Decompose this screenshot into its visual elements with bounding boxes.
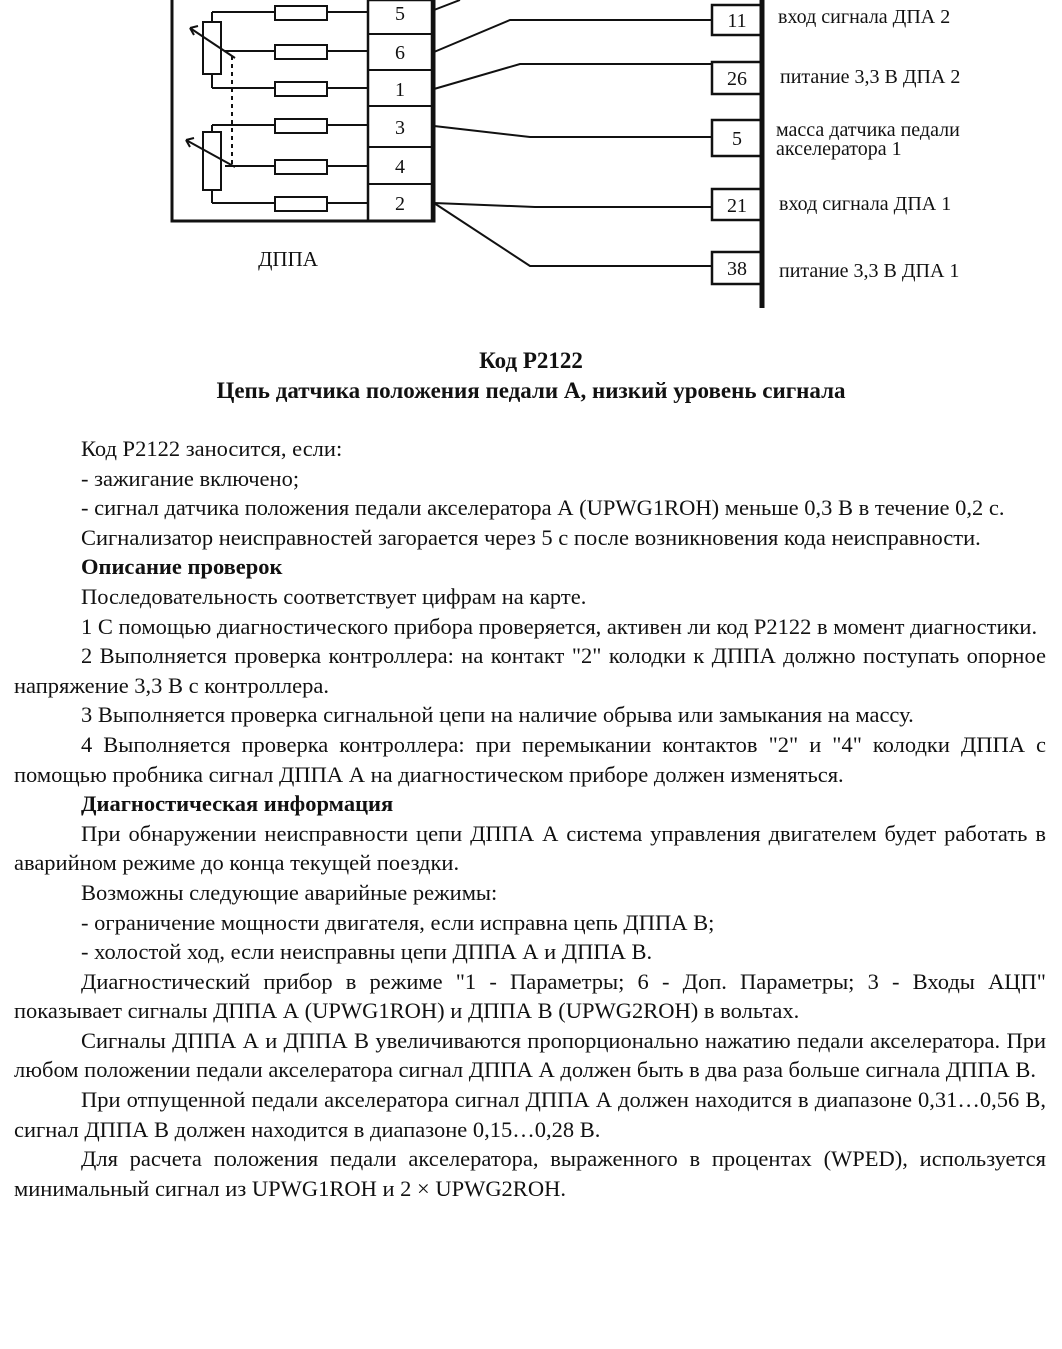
paragraph: Возможны следующие аварийные режимы: (81, 879, 498, 905)
sensor-pin: 3 (395, 117, 405, 139)
document-body: Код Р2122 заносится, если: - зажигание вк… (14, 434, 1046, 1203)
ecu-pin-desc: питание 3,3 В ДПА 2 (780, 66, 960, 88)
subsection-heading: Диагностическая информация (81, 791, 394, 817)
paragraph: При отпущенной педали акселератора сигна… (14, 1087, 1046, 1142)
ecu-pin: 21 (727, 195, 747, 217)
paragraph: - холостой ход, если неисправны цепи ДПП… (81, 939, 653, 965)
paragraph: 4 Выполняется проверка контроллера: при … (14, 731, 1046, 787)
ecu-pin: 38 (727, 258, 747, 280)
ecu-pin-desc: вход сигнала ДПА 1 (779, 193, 951, 215)
sensor-pin: 6 (395, 42, 405, 64)
paragraph: Для расчета положения педали акселератор… (14, 1146, 1046, 1201)
sensor-pin: 4 (395, 156, 405, 178)
sensor-connector (366, 0, 434, 223)
paragraph: Код Р2122 заносится, если: (81, 436, 343, 461)
ecu-pin: 5 (732, 128, 742, 150)
ecu-pin-desc: акселератора 1 (776, 138, 902, 160)
ecu-pin-desc: питание 3,3 В ДПА 1 (779, 260, 959, 282)
sensor-housing (170, 0, 436, 223)
ecu-pin: 26 (727, 68, 747, 90)
paragraph: Сигналы ДППА А и ДППА В увеличиваются пр… (14, 1027, 1046, 1083)
ecu-pin-desc: вход сигнала ДПА 2 (778, 6, 950, 28)
paragraph: Последовательность соответствует цифрам … (81, 583, 587, 609)
section-title: Цепь датчика положения педали А, низкий … (216, 378, 846, 403)
harness-wires (433, 0, 712, 267)
paragraph: - ограничение мощности двигателя, если и… (81, 909, 715, 935)
paragraph: 3 Выполняется проверка сигнальной цепи н… (81, 702, 914, 728)
paragraph: Диагностический прибор в режиме "1 - Пар… (14, 968, 1046, 1024)
paragraph: 1 С помощью диагностического прибора про… (81, 613, 1038, 639)
wiring-diagram: 5 6 1 3 4 2 ДППА 11 26 5 21 38 вход сигн… (170, 0, 960, 308)
sensor-internal-circuit (185, 5, 368, 212)
paragraph: 2 Выполняется проверка контроллера: на к… (14, 643, 1046, 698)
subsection-heading: Описание проверок (81, 554, 283, 580)
section-code: Код Р2122 (479, 348, 583, 373)
paragraph: При обнаружении неисправности цепи ДППА … (14, 820, 1046, 876)
paragraph: - зажигание включено; (81, 465, 300, 491)
sensor-label: ДППА (258, 247, 319, 271)
paragraph: - сигнал датчика положения педали акселе… (81, 495, 1005, 521)
ecu-pin: 11 (727, 10, 746, 32)
sensor-pin: 1 (395, 79, 405, 101)
sensor-pin: 5 (395, 3, 405, 25)
paragraph: Сигнализатор неисправностей загорается ч… (81, 524, 981, 550)
sensor-pin: 2 (395, 193, 405, 215)
ecu-pin-desc: масса датчика педали (776, 119, 960, 141)
